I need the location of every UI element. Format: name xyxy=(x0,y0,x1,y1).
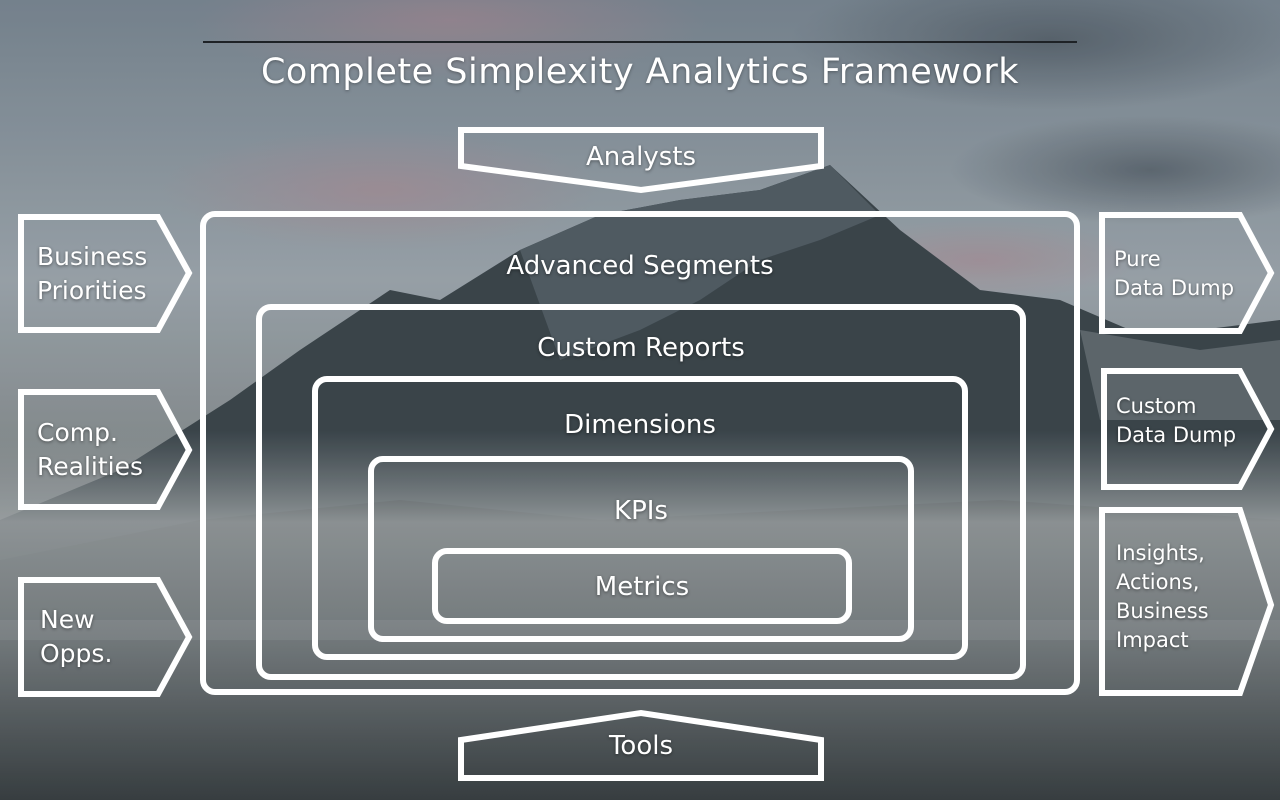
tools-arrow-shape xyxy=(458,709,824,781)
diagram-title: Complete Simplexity Analytics Framework xyxy=(260,52,1019,92)
custom-data-dump-label: Custom Data Dump xyxy=(1116,394,1237,447)
pure-data-dump-chevron xyxy=(1099,212,1275,334)
title-rule xyxy=(203,41,1077,43)
custom-reports-label: Custom Reports xyxy=(537,333,745,363)
custom-data-dump-chevron xyxy=(1101,368,1275,490)
advanced-segments-box xyxy=(200,211,1080,695)
business-priorities-chevron xyxy=(18,214,193,333)
dimensions-box xyxy=(312,376,968,660)
comp-realities-label: Comp. Realities xyxy=(37,418,143,481)
metrics-label: Metrics xyxy=(594,572,690,602)
kpis-box xyxy=(368,456,914,642)
analysts-label: Analysts xyxy=(585,142,697,172)
kpis-label: KPIs xyxy=(614,496,668,526)
metrics-box xyxy=(432,548,852,624)
insights-chevron xyxy=(1099,507,1275,696)
new-opps-label: New Opps. xyxy=(40,605,113,668)
analysts-arrow-shape xyxy=(458,127,824,194)
insights-actions-label: Insights, Actions, Business Impact xyxy=(1116,541,1209,652)
tools-label: Tools xyxy=(608,731,674,761)
new-opps-chevron xyxy=(18,577,193,697)
business-priorities-label: Business Priorities xyxy=(37,242,148,305)
comp-realities-chevron xyxy=(18,389,193,510)
custom-reports-box xyxy=(256,304,1026,680)
pure-data-dump-label: Pure Data Dump xyxy=(1114,247,1235,300)
advanced-segments-label: Advanced Segments xyxy=(506,251,774,281)
dimensions-label: Dimensions xyxy=(564,410,716,440)
